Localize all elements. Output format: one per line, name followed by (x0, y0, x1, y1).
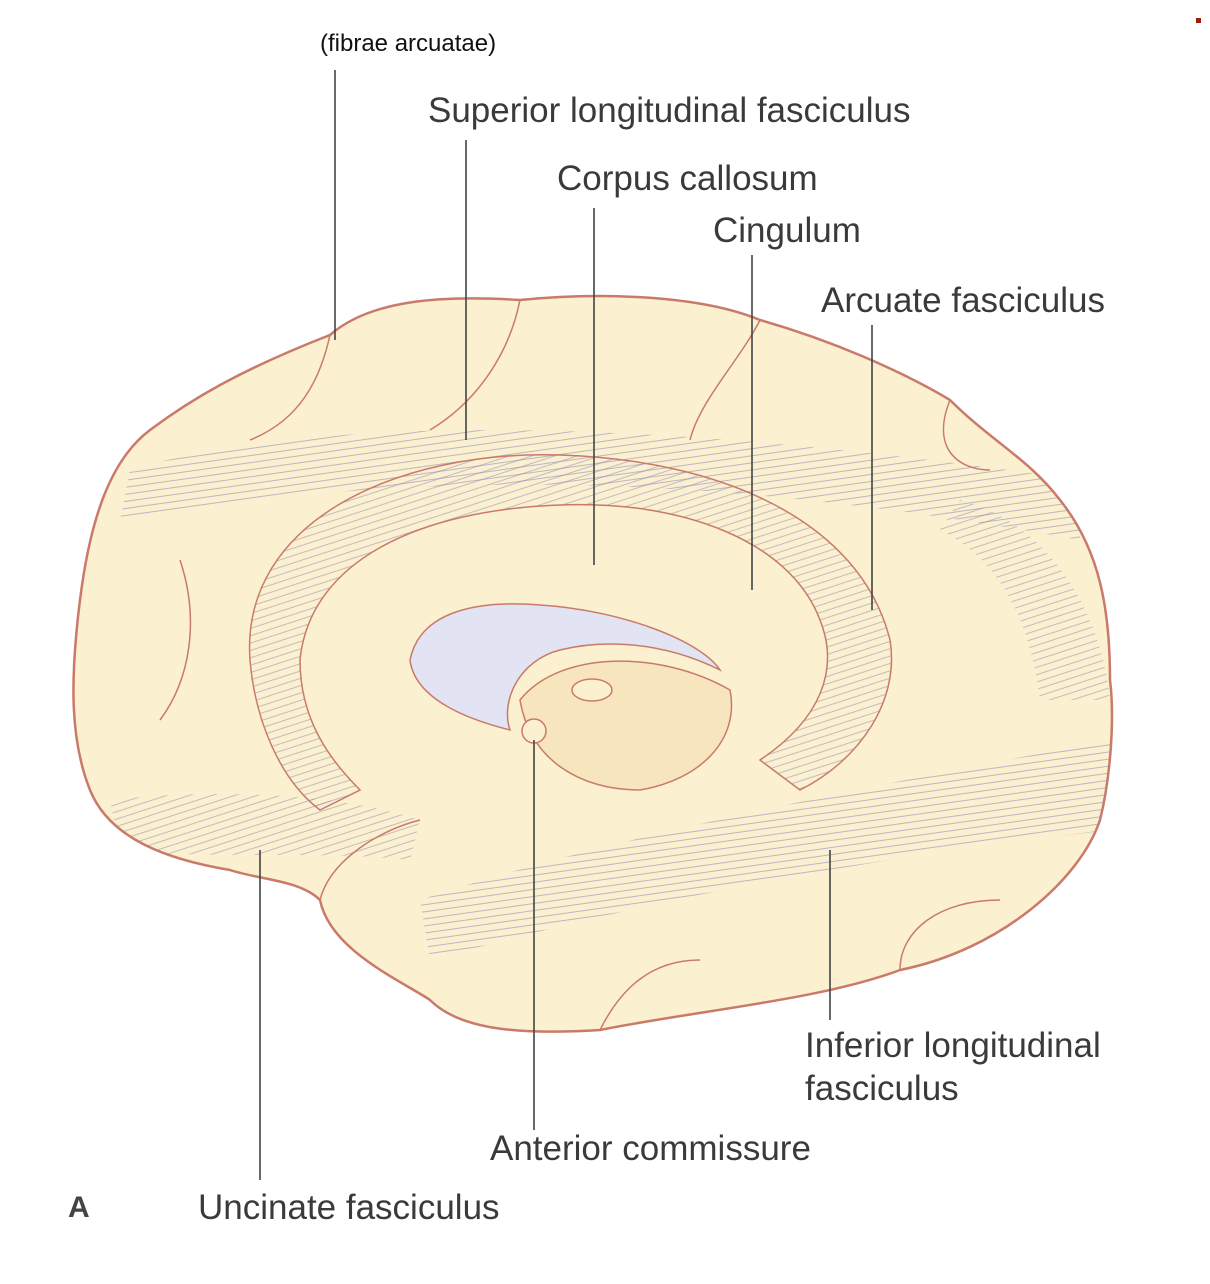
label-inferior-longitudinal-line1: Inferior longitudinal (805, 1026, 1101, 1065)
label-fibrae-arcuatae: (fibrae arcuatae) (320, 30, 497, 57)
uncinate-band (110, 794, 420, 860)
cingulum-arc (248, 454, 893, 811)
label-corpus-callosum: Corpus callosum (557, 159, 818, 198)
label-anterior-commissure: Anterior commissure (490, 1129, 811, 1168)
label-superior-longitudinal-fasciculus: Superior longitudinal fasciculus (428, 91, 911, 130)
anterior-commissure-mark (521, 718, 547, 744)
lateral-ventricle (409, 603, 723, 732)
panel-label: A (68, 1191, 90, 1224)
label-cingulum: Cingulum (713, 211, 861, 250)
interthalamic-adhesion (571, 678, 613, 702)
label-uncinate-fasciculus: Uncinate fasciculus (198, 1188, 500, 1227)
inferior-longitudinal-band (420, 740, 1110, 960)
label-arcuate-fasciculus: Arcuate fasciculus (821, 281, 1106, 320)
leader-lines (259, 70, 873, 1180)
label-inferior-longitudinal-line2: fasciculus (805, 1069, 959, 1108)
occipital-fibers (940, 500, 1110, 700)
corner-mark (1196, 18, 1201, 23)
